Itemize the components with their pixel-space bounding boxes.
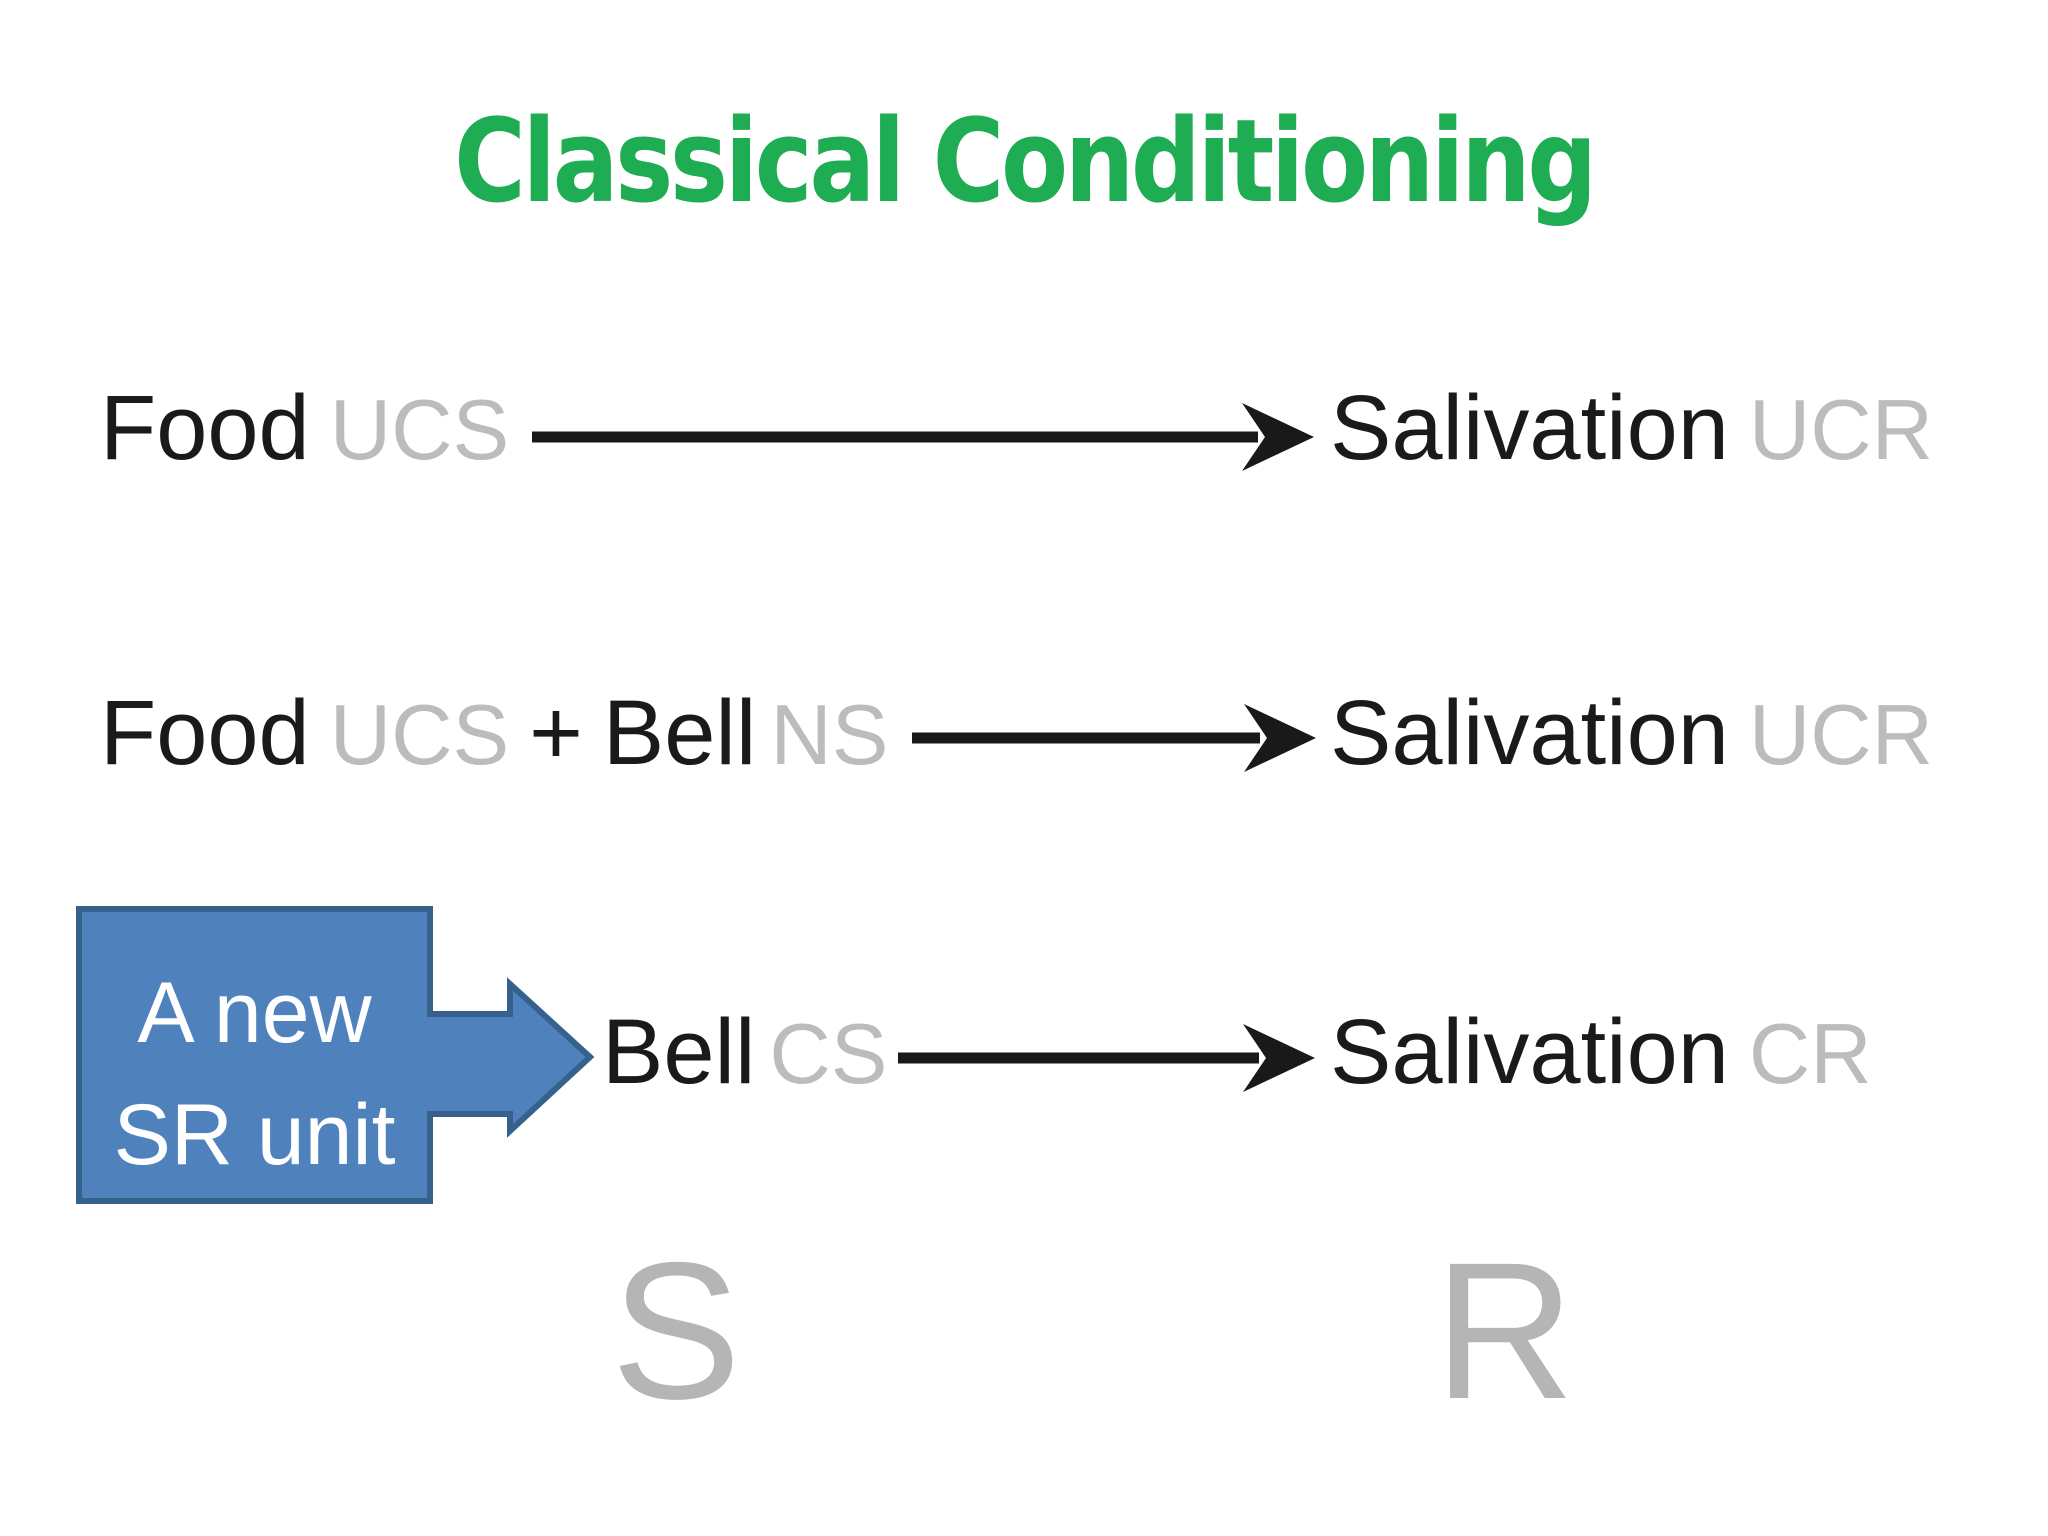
row2-stimulus: Food [100, 682, 310, 784]
row2-arrow-icon [912, 704, 1316, 772]
row3-arrow-icon [898, 1024, 1315, 1092]
row2-plus-sign: + [529, 682, 583, 784]
callout-label-line1: A new [137, 965, 372, 1061]
row2-stimulus-tag: UCS [329, 688, 510, 783]
footer-stimulus-letter: S [611, 1222, 742, 1440]
slide-title: Classical Conditioning [454, 95, 1597, 229]
row3-stimulus-tag: CS [769, 1007, 888, 1102]
callout-label-line2: SR unit [113, 1087, 396, 1183]
row1-response-tag: UCR [1748, 383, 1934, 478]
row1-response: Salivation [1330, 377, 1729, 479]
row2-response-tag: UCR [1748, 688, 1934, 783]
row1-stimulus: Food [100, 377, 310, 479]
row3-response: Salivation [1330, 1001, 1729, 1103]
row1-stimulus-group: Food UCS [100, 373, 509, 486]
row3-response-group: Salivation CR [1330, 997, 1872, 1110]
row2-stimulus-group: Food UCS + Bell NS [100, 678, 888, 791]
row2-stimulus2-tag: NS [770, 688, 889, 783]
row1-response-group: Salivation UCR [1330, 373, 1933, 486]
row2-response-group: Salivation UCR [1330, 678, 1933, 791]
row2-stimulus2: Bell [602, 682, 757, 784]
row1-stimulus-tag: UCS [329, 383, 510, 478]
row2-response: Salivation [1330, 682, 1729, 784]
callout-block-arrow-icon [76, 906, 595, 1204]
row3-stimulus-group: Bell CS [602, 997, 888, 1110]
callout-label: A new SR unit [79, 952, 430, 1196]
footer-response-letter: R [1434, 1222, 1575, 1440]
row3-response-tag: CR [1748, 1007, 1872, 1102]
row1-arrow-icon [532, 403, 1314, 471]
row3-stimulus: Bell [602, 1001, 756, 1103]
